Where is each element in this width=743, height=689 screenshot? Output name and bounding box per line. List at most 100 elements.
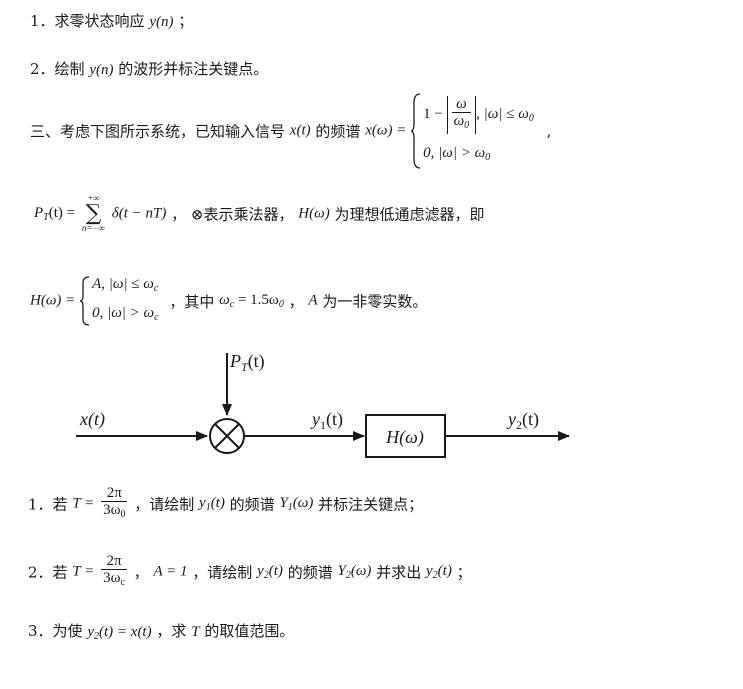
wc-eq: ωc = 1.5ω0 bbox=[219, 292, 284, 310]
wc-sub: c bbox=[229, 299, 235, 310]
pt-label-sub: T bbox=[241, 360, 249, 374]
wc-val-sub: 0 bbox=[278, 299, 284, 310]
p3-mid: 的频谱 bbox=[315, 122, 361, 141]
pt-label-arg: (t) bbox=[248, 351, 265, 372]
y2-label-y: y bbox=[506, 409, 516, 429]
s1-Y1-y: Y bbox=[279, 495, 288, 511]
y1-label-y: y bbox=[310, 409, 320, 429]
s1-y1-y: y bbox=[199, 495, 206, 511]
case2-text: 0, |ω| > ω bbox=[423, 145, 486, 161]
s1-den: 3ω0 bbox=[101, 502, 127, 523]
s1-mid2: 的频谱 bbox=[229, 495, 275, 514]
hcase1-sub: c bbox=[153, 283, 159, 294]
left-brace-icon bbox=[80, 276, 90, 326]
s1-y1-arg: (t) bbox=[210, 495, 225, 511]
s2-Y2-sub: 2 bbox=[345, 570, 351, 581]
h-definition: H(ω) = A, |ω| ≤ ωc 0, |ω| > ωc ，其中 ωc = … bbox=[30, 272, 427, 330]
wc-w: ω bbox=[219, 292, 230, 308]
subquestion-3: 3．为使 y2(t) = x(t) ，求 T 的取值范围。 bbox=[28, 620, 294, 642]
s2-text: 2．若 bbox=[28, 563, 68, 582]
multiplier-icon bbox=[209, 418, 245, 454]
hw-eq: H(ω) = bbox=[30, 292, 76, 309]
lowpass-text: 为理想低通虑滤器，即 bbox=[334, 205, 485, 224]
s3-eq: y2(t) = x(t) bbox=[87, 624, 151, 642]
where-text: ，其中 bbox=[169, 292, 215, 311]
hw-case-2: 0, |ω| > ωc bbox=[92, 301, 159, 330]
input-label: x(t) bbox=[79, 409, 105, 430]
s2-den-sub: c bbox=[120, 577, 125, 588]
y2-label-arg: (t) bbox=[522, 409, 539, 430]
s1-T: T = bbox=[72, 495, 95, 512]
s1-den-w: 3ω bbox=[103, 502, 121, 518]
q1-tail: ； bbox=[178, 12, 194, 30]
delta-term: δ(t − nT) bbox=[111, 205, 167, 222]
pt-p: P bbox=[34, 205, 44, 221]
s2-mid: ，请绘制 bbox=[192, 563, 253, 582]
s2-end: ； bbox=[456, 563, 472, 582]
sum-symbol: +∞ ∑ n=−∞ bbox=[82, 194, 105, 234]
s2-end-sub: 2 bbox=[432, 570, 438, 581]
left-brace-icon bbox=[411, 93, 421, 169]
s3-T: T bbox=[191, 624, 200, 640]
y2-label: y2(t) bbox=[506, 409, 539, 432]
hw-symbol: H(ω) bbox=[298, 205, 330, 222]
s1-Y1-arg: (ω) bbox=[292, 495, 314, 511]
case1-sub: 0 bbox=[528, 113, 534, 124]
y1-label-arg: (t) bbox=[326, 409, 343, 430]
s1-Y1-sub: 1 bbox=[287, 502, 293, 513]
s3-tail: 的取值范围。 bbox=[204, 622, 295, 640]
frac-den: ω0 bbox=[452, 113, 472, 134]
pt-rhs: (t) = bbox=[48, 205, 76, 221]
hw-cases: A, |ω| ≤ ωc 0, |ω| > ωc bbox=[80, 272, 159, 330]
y1-label-sub: 1 bbox=[320, 418, 326, 432]
s2-T: T = bbox=[72, 563, 95, 580]
hcase1-text: A, |ω| ≤ ω bbox=[92, 276, 154, 292]
q1-text: 1．求零状态响应 bbox=[30, 12, 145, 30]
hw-case-1: A, |ω| ≤ ωc bbox=[92, 272, 159, 301]
sum-top: +∞ bbox=[87, 193, 100, 203]
s2-Y2: Y2(ω) bbox=[337, 563, 372, 581]
pt-sub: T bbox=[43, 212, 49, 223]
hcase2-text: 0, |ω| > ω bbox=[92, 305, 155, 321]
s2-den-w: 3ω bbox=[103, 570, 121, 586]
s2-end-y: y bbox=[426, 563, 433, 579]
p3-xw: x(ω) = bbox=[365, 122, 407, 139]
pt-lhs: PT(t) = bbox=[34, 205, 76, 223]
s1-y1: y1(t) bbox=[199, 495, 225, 513]
frac-den-sub: 0 bbox=[464, 119, 470, 131]
q2-text: 2．绘制 bbox=[30, 60, 85, 78]
h-comma: ， bbox=[288, 292, 304, 311]
frac-num: ω bbox=[451, 96, 472, 113]
s1-Y1: Y1(ω) bbox=[279, 495, 314, 513]
s1-tail: 并标注关键点； bbox=[318, 495, 424, 514]
s2-y2-y: y bbox=[257, 563, 264, 579]
s1-y1-sub: 1 bbox=[205, 502, 211, 513]
s3-text: 3．为使 bbox=[28, 622, 83, 640]
s1-num: 2π bbox=[101, 485, 128, 502]
s2-A1: A = 1 bbox=[153, 563, 188, 580]
case1-a: 1 − bbox=[423, 106, 443, 122]
pt-definition: PT(t) = +∞ ∑ n=−∞ δ(t − nT) ， ⊗表示乘法器， H(… bbox=[34, 194, 485, 234]
q2-tail: 的波形并标注关键点。 bbox=[118, 60, 269, 78]
frac-den-w: ω bbox=[453, 112, 465, 129]
s2-Y2-y: Y bbox=[337, 563, 346, 579]
s2-end-arg: (t) bbox=[437, 563, 452, 579]
sum-bottom: n=−∞ bbox=[81, 223, 105, 233]
s2-y2-sub: 2 bbox=[263, 570, 269, 581]
system-block-diagram: x(t) PT(t) y1(t) H(ω) y2(t) bbox=[76, 351, 570, 458]
hcase2-sub: c bbox=[154, 312, 159, 323]
s3-y: y bbox=[87, 624, 94, 640]
p3-head: 三、考虑下图所示系统，已知输入信号 bbox=[30, 122, 286, 141]
s2-Y2-arg: (ω) bbox=[350, 563, 372, 579]
y2-label-sub: 2 bbox=[516, 418, 522, 432]
multiplier-text: ⊗表示乘法器， bbox=[190, 205, 294, 224]
s3-sub: 2 bbox=[94, 631, 99, 642]
sigma-icon: ∑ bbox=[85, 201, 102, 226]
